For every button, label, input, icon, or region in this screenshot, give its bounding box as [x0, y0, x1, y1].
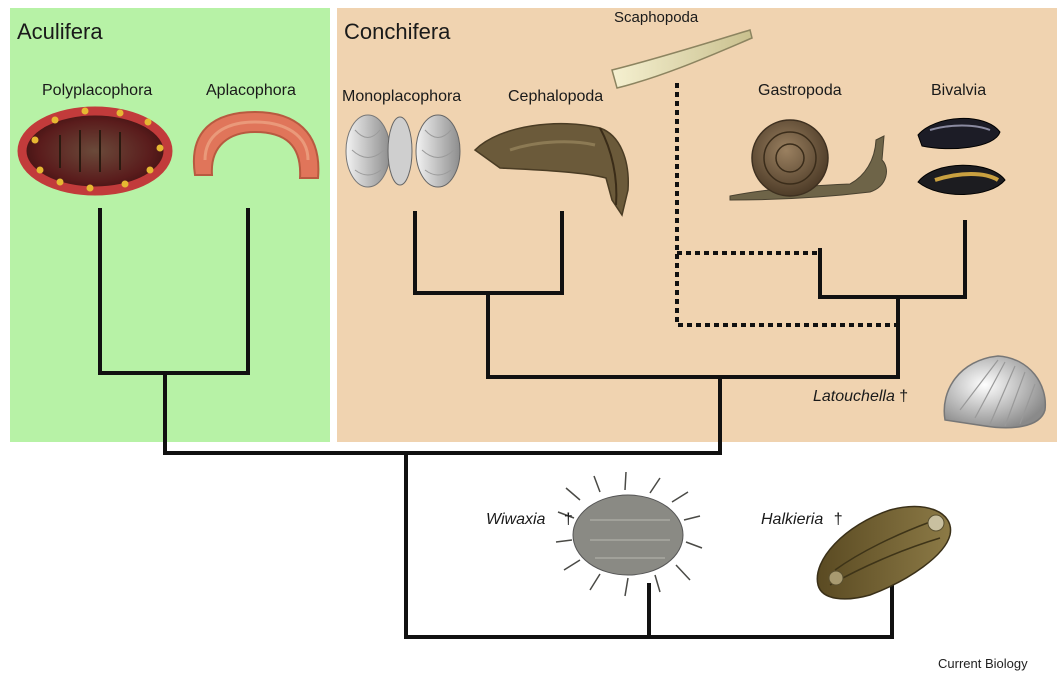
label-cephalopoda: Cephalopoda — [508, 88, 603, 106]
snail-icon — [730, 120, 886, 200]
branch-gastro-bival — [820, 222, 965, 297]
label-wiwaxia-group: Wiwaxia † — [486, 511, 573, 529]
tusk-shell-icon — [612, 30, 752, 88]
mussels-icon — [918, 118, 1005, 194]
label-aplacophora: Aplacophora — [206, 82, 296, 100]
label-wiwaxia: Wiwaxia — [486, 511, 545, 528]
wiwaxia-icon — [556, 472, 702, 596]
scaphopoda-dashed-branch — [677, 83, 898, 325]
label-latouchella: Latouchella — [813, 388, 895, 405]
aculifera-title: Aculifera — [17, 19, 103, 45]
extinct-dagger: † — [899, 388, 908, 405]
extinct-dagger: † — [834, 511, 843, 528]
aplacophoran-worm-icon — [194, 112, 318, 178]
label-monoplacophora: Monoplacophora — [342, 88, 461, 106]
label-scaphopoda: Scaphopoda — [614, 9, 698, 26]
chiton-icon — [22, 108, 168, 192]
branch-latouchella-link — [720, 297, 898, 377]
label-latouchella-group: Latouchella † — [813, 388, 908, 406]
extinct-dagger: † — [564, 511, 573, 528]
label-polyplacophora: Polyplacophora — [42, 82, 152, 100]
conchifera-title: Conchifera — [344, 19, 450, 45]
monoplacophoran-shells-icon — [346, 115, 460, 187]
branch-aculifera — [100, 210, 248, 373]
branch-mono-ceph — [415, 213, 562, 293]
latouchella-shell-icon — [944, 356, 1045, 428]
label-halkieria-group: Halkieria † — [761, 511, 843, 529]
journal-credit: Current Biology — [938, 656, 1028, 671]
branch-conchifera-inner — [488, 293, 720, 377]
label-bivalvia: Bivalvia — [931, 82, 986, 100]
label-gastropoda: Gastropoda — [758, 82, 842, 100]
cuttlefish-icon — [475, 124, 628, 215]
label-halkieria: Halkieria — [761, 511, 823, 528]
